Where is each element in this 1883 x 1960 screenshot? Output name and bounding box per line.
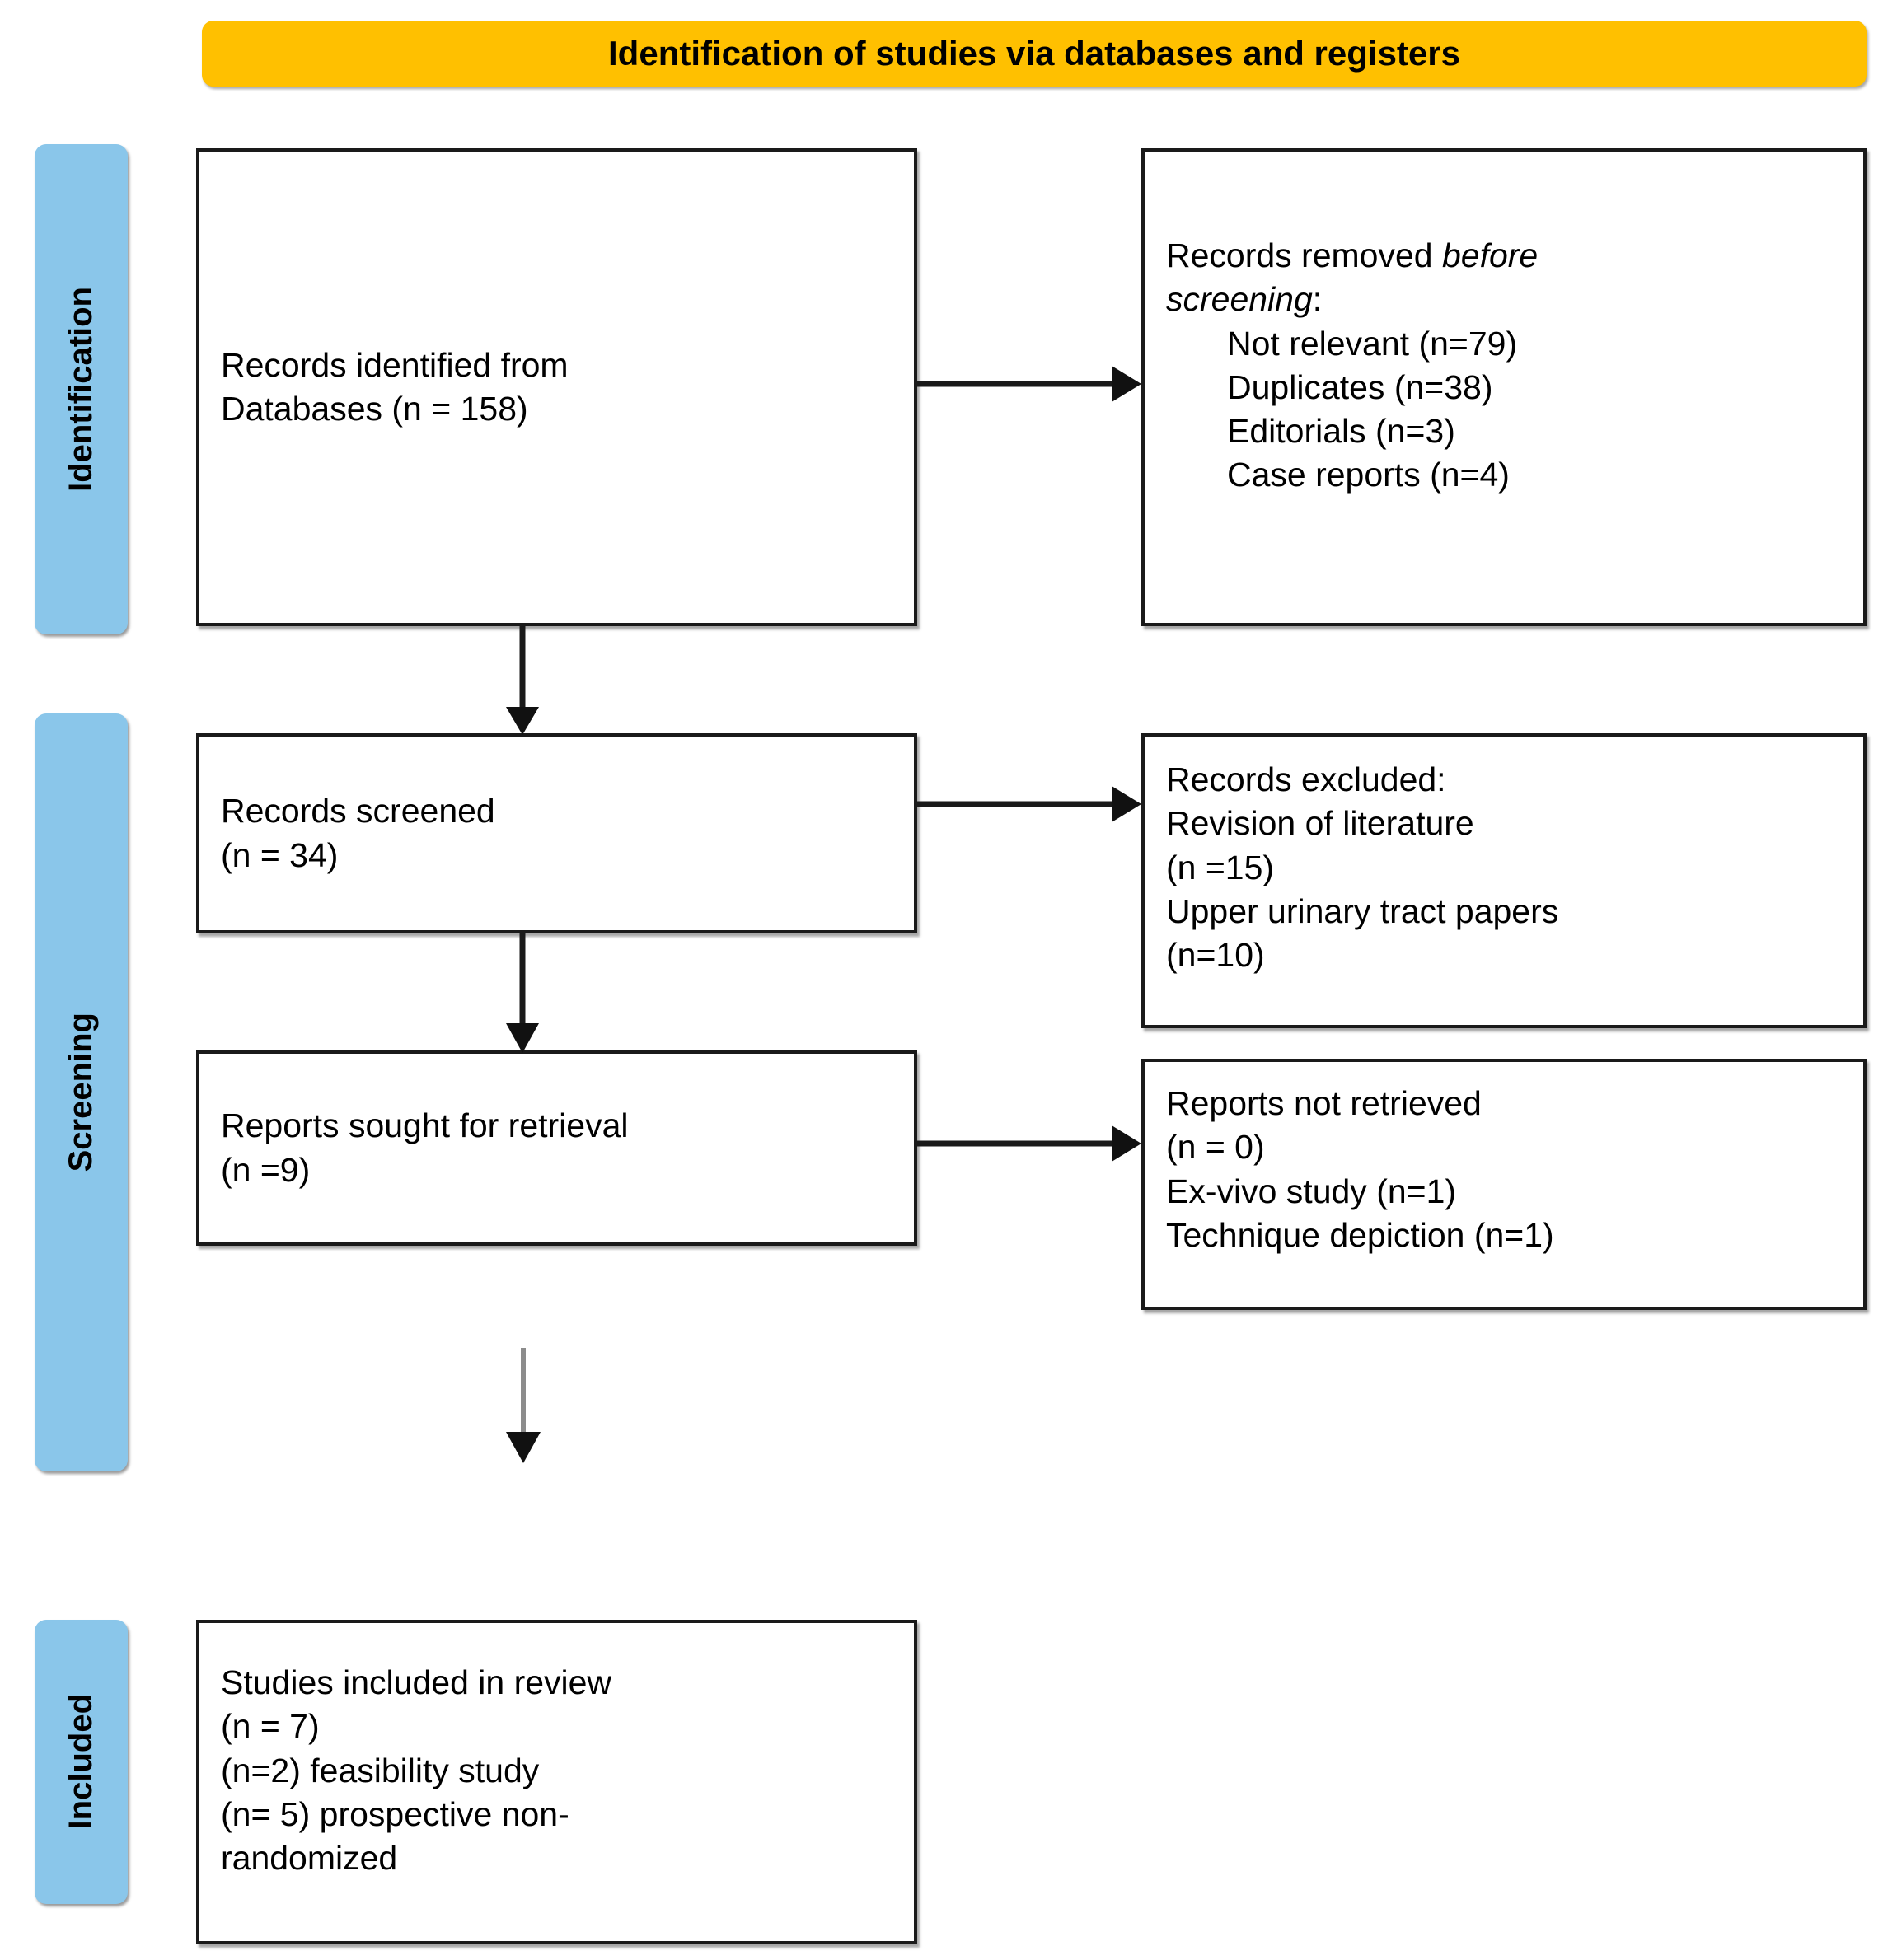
arrow-screened-to-excluded [917,783,1148,826]
box-records-excluded-line-1: Records excluded: [1166,760,1446,798]
arrow-screened-to-sought [494,933,552,1053]
box-reports-sought-line-2: (n =9) [221,1150,311,1189]
arrow-identified-to-screened [494,624,552,735]
box-records-excluded-line-2: Revision of literature [1166,804,1474,843]
box-reports-not-retrieved-line-4: Technique depiction (n=1) [1166,1215,1554,1254]
box-reports-sought: Reports sought for retrieval (n =9) [196,1050,917,1246]
box-records-excluded-line-3: (n =15) [1166,848,1275,886]
box-records-screened: Records screened (n = 34) [196,733,917,933]
box-reports-not-retrieved-line-2: (n = 0) [1166,1128,1265,1167]
stage-label-included-text: Included [63,1694,99,1830]
box-records-removed-heading-italic-a: before [1441,236,1539,274]
box-reports-not-retrieved-line-3: Ex-vivo study (n=1) [1166,1172,1457,1210]
box-records-removed-item-2: Duplicates (n=38) [1227,367,1493,406]
box-reports-sought-line-1: Reports sought for retrieval [221,1106,629,1145]
box-records-removed-heading: Records removed before [1166,234,1842,278]
arrow-sought-to-included [494,1348,552,1463]
box-studies-included-line-2: (n = 7) [221,1707,320,1746]
arrow-identified-to-removed [917,363,1148,405]
box-studies-included: Studies included in review (n = 7) (n=2)… [196,1620,917,1944]
box-records-screened-line-2: (n = 34) [221,835,339,874]
stage-label-screening: Screening [35,713,128,1471]
stage-label-identification-text: Identification [63,287,99,492]
box-records-screened-line-1: Records screened [221,792,495,830]
page-title: Identification of studies via databases … [608,34,1460,73]
box-studies-included-line-1: Studies included in review [221,1663,612,1701]
box-records-identified-line-2: Databases (n = 158) [221,390,528,428]
box-records-removed-item-4: Case reports (n=4) [1227,456,1510,494]
box-studies-included-line-4: (n= 5) prospective non- [221,1794,569,1833]
box-reports-not-retrieved-line-1: Reports not retrieved [1166,1084,1482,1122]
box-records-identified: Records identified from Databases (n = 1… [196,148,917,626]
box-records-removed-item-1: Not relevant (n=79) [1227,324,1518,363]
box-records-excluded: Records excluded: Revision of literature… [1141,733,1867,1028]
box-records-removed-heading-2: screening: [1166,278,1842,321]
box-records-excluded-line-5: (n=10) [1166,936,1265,975]
box-records-identified-line-1: Records identified from [221,345,569,384]
arrow-sought-to-not-retrieved [917,1122,1148,1165]
box-records-removed: Records removed before screening: Not re… [1141,148,1867,626]
box-records-removed-heading-colon: : [1312,280,1323,319]
box-reports-not-retrieved: Reports not retrieved (n = 0) Ex-vivo st… [1141,1059,1867,1310]
header-banner: Identification of studies via databases … [202,21,1867,87]
box-studies-included-line-3: (n=2) feasibility study [221,1751,540,1789]
box-studies-included-line-5: randomized [221,1839,398,1878]
stage-label-included: Included [35,1620,128,1904]
box-records-removed-heading-plain: Records removed [1166,236,1442,274]
stage-label-identification: Identification [35,144,128,634]
box-records-excluded-line-4: Upper urinary tract papers [1166,891,1559,930]
box-records-removed-heading-italic-b: screening [1166,280,1313,319]
stage-label-screening-text: Screening [63,1013,99,1172]
box-records-removed-item-3: Editorials (n=3) [1227,412,1455,451]
